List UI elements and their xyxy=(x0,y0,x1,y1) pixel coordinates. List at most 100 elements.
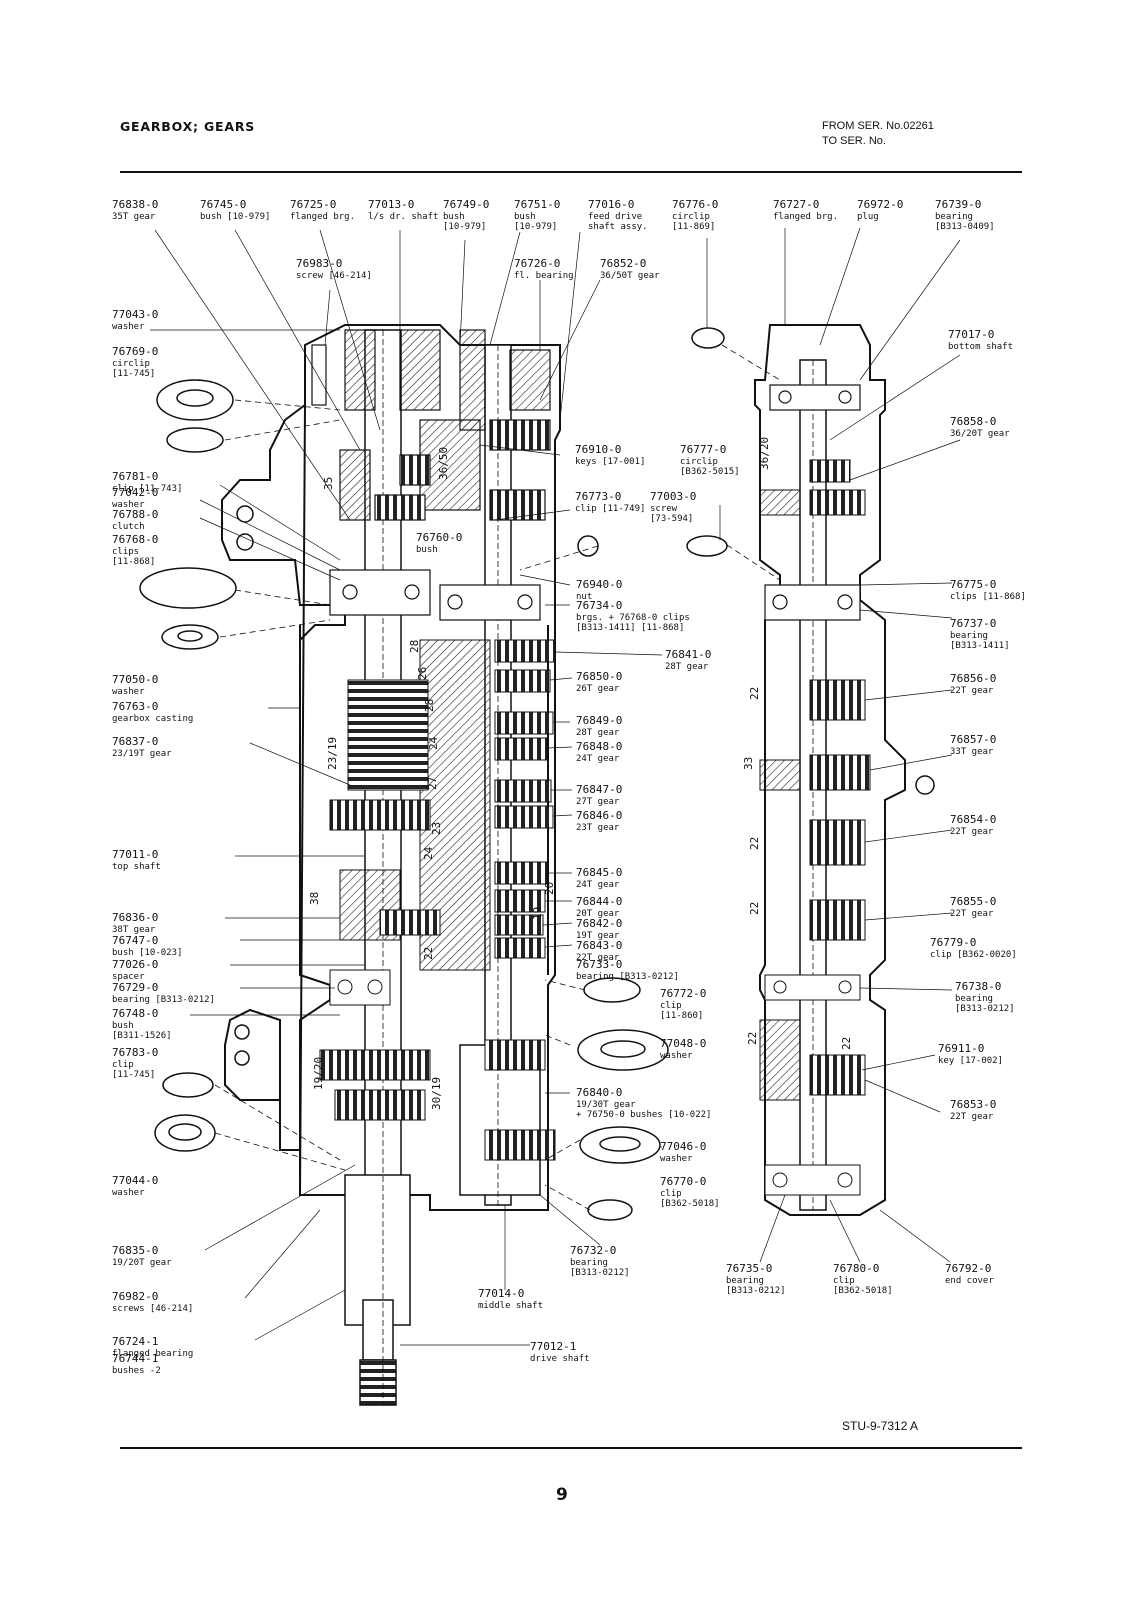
part-description: keys [17-001] xyxy=(575,457,645,467)
part-description: gearbox casting xyxy=(112,714,193,724)
part-number: 76983-0 xyxy=(296,257,342,270)
part-number: 76751-0 xyxy=(514,198,560,211)
to-serial: TO SER. No. xyxy=(822,135,886,147)
part-number: 76856-0 xyxy=(950,672,996,685)
part-description: washer xyxy=(112,500,145,510)
part-description: brgs. + 76768-0 clips xyxy=(576,613,690,623)
part-number: 76737-0 xyxy=(950,617,996,630)
part-number: 76779-0 xyxy=(930,936,976,949)
part-number: 76747-0 xyxy=(112,934,158,947)
upper-assembly xyxy=(311,329,551,521)
part-description: plug xyxy=(857,212,879,222)
part-description: flanged brg. xyxy=(773,212,838,222)
part-number: 76749-0 xyxy=(443,198,489,211)
part-number: 76760-0 xyxy=(416,531,462,544)
part-description: 24T gear xyxy=(576,880,620,890)
part-number: 76770-0 xyxy=(660,1175,706,1188)
part-number: 76792-0 xyxy=(945,1262,991,1275)
part-description: [B313-0409] xyxy=(935,222,995,232)
part-description: bushes -2 xyxy=(112,1366,161,1376)
gear-tooth-mark: 24 xyxy=(422,846,435,860)
gear-tooth-mark: 23/19 xyxy=(326,737,339,770)
gear-tooth-mark: 20 xyxy=(543,882,556,895)
part-number: 77044-0 xyxy=(112,1174,158,1187)
part-description: [B362-5015] xyxy=(680,467,740,477)
part-description: middle shaft xyxy=(478,1301,543,1311)
serial-range: FROM SER. No.02261 TO SER. No. xyxy=(822,119,934,149)
part-number: 77042-0 xyxy=(112,486,158,499)
part-description: [B313-1411] [11-868] xyxy=(576,623,684,633)
part-description: clutch xyxy=(112,522,145,532)
part-number: 76858-0 xyxy=(950,415,996,428)
part-description: bush xyxy=(514,212,536,222)
part-description: 23/19T gear xyxy=(112,749,172,759)
part-number: 76855-0 xyxy=(950,895,996,908)
gear-tooth-mark: 19/20 xyxy=(312,1057,325,1090)
part-description: [73-594] xyxy=(650,514,693,524)
part-number: 77043-0 xyxy=(112,308,158,321)
part-number: 76783-0 xyxy=(112,1046,158,1059)
part-description: bush [10-023] xyxy=(112,948,182,958)
part-description: clip xyxy=(112,1060,134,1070)
part-description: screws [46-214] xyxy=(112,1304,193,1314)
part-description: key [17-002] xyxy=(938,1056,1003,1066)
dashed-assembly-lines xyxy=(214,344,781,1211)
part-description: feed drive xyxy=(588,212,642,222)
part-description: bearing xyxy=(950,631,988,641)
callout-76835-0: 76835-019/20T gear xyxy=(112,1244,172,1268)
part-description: [10-979] xyxy=(514,222,557,232)
gear-tooth-mark: 36/50 xyxy=(437,447,450,480)
part-number: 76841-0 xyxy=(665,648,711,661)
gear-tooth-mark: 24 xyxy=(427,736,440,750)
gear-tooth-mark: 35 xyxy=(322,477,335,490)
part-description: 19T gear xyxy=(576,931,620,941)
part-description: clip [11-743] xyxy=(112,484,182,494)
part-number: 76836-0 xyxy=(112,911,158,924)
part-number: 76845-0 xyxy=(576,866,622,879)
part-description: spacer xyxy=(112,972,145,982)
bottom-rule xyxy=(120,1447,1022,1449)
part-description: bearing xyxy=(570,1258,608,1268)
part-description: bearing [B313-0212] xyxy=(112,995,215,1005)
part-description: 19/20T gear xyxy=(112,1258,172,1268)
part-number: 76780-0 xyxy=(833,1262,879,1275)
gear-tooth-mark: 33 xyxy=(742,757,755,770)
gear-tooth-mark: 22 xyxy=(748,687,761,700)
gear-tooth-mark: 19 xyxy=(531,907,544,920)
part-number: 76843-0 xyxy=(576,939,622,952)
part-description: washer xyxy=(112,322,145,332)
callout-76840-0: 76840-019/30T gear+ 76750-0 bushes [10-0… xyxy=(576,1086,711,1120)
gear-tooth-mark: 36/20 xyxy=(758,437,771,470)
part-number: 76788-0 xyxy=(112,508,158,521)
part-number: 76837-0 xyxy=(112,735,158,748)
part-number: 76940-0 xyxy=(576,578,622,591)
part-number: 76745-0 xyxy=(200,198,246,211)
